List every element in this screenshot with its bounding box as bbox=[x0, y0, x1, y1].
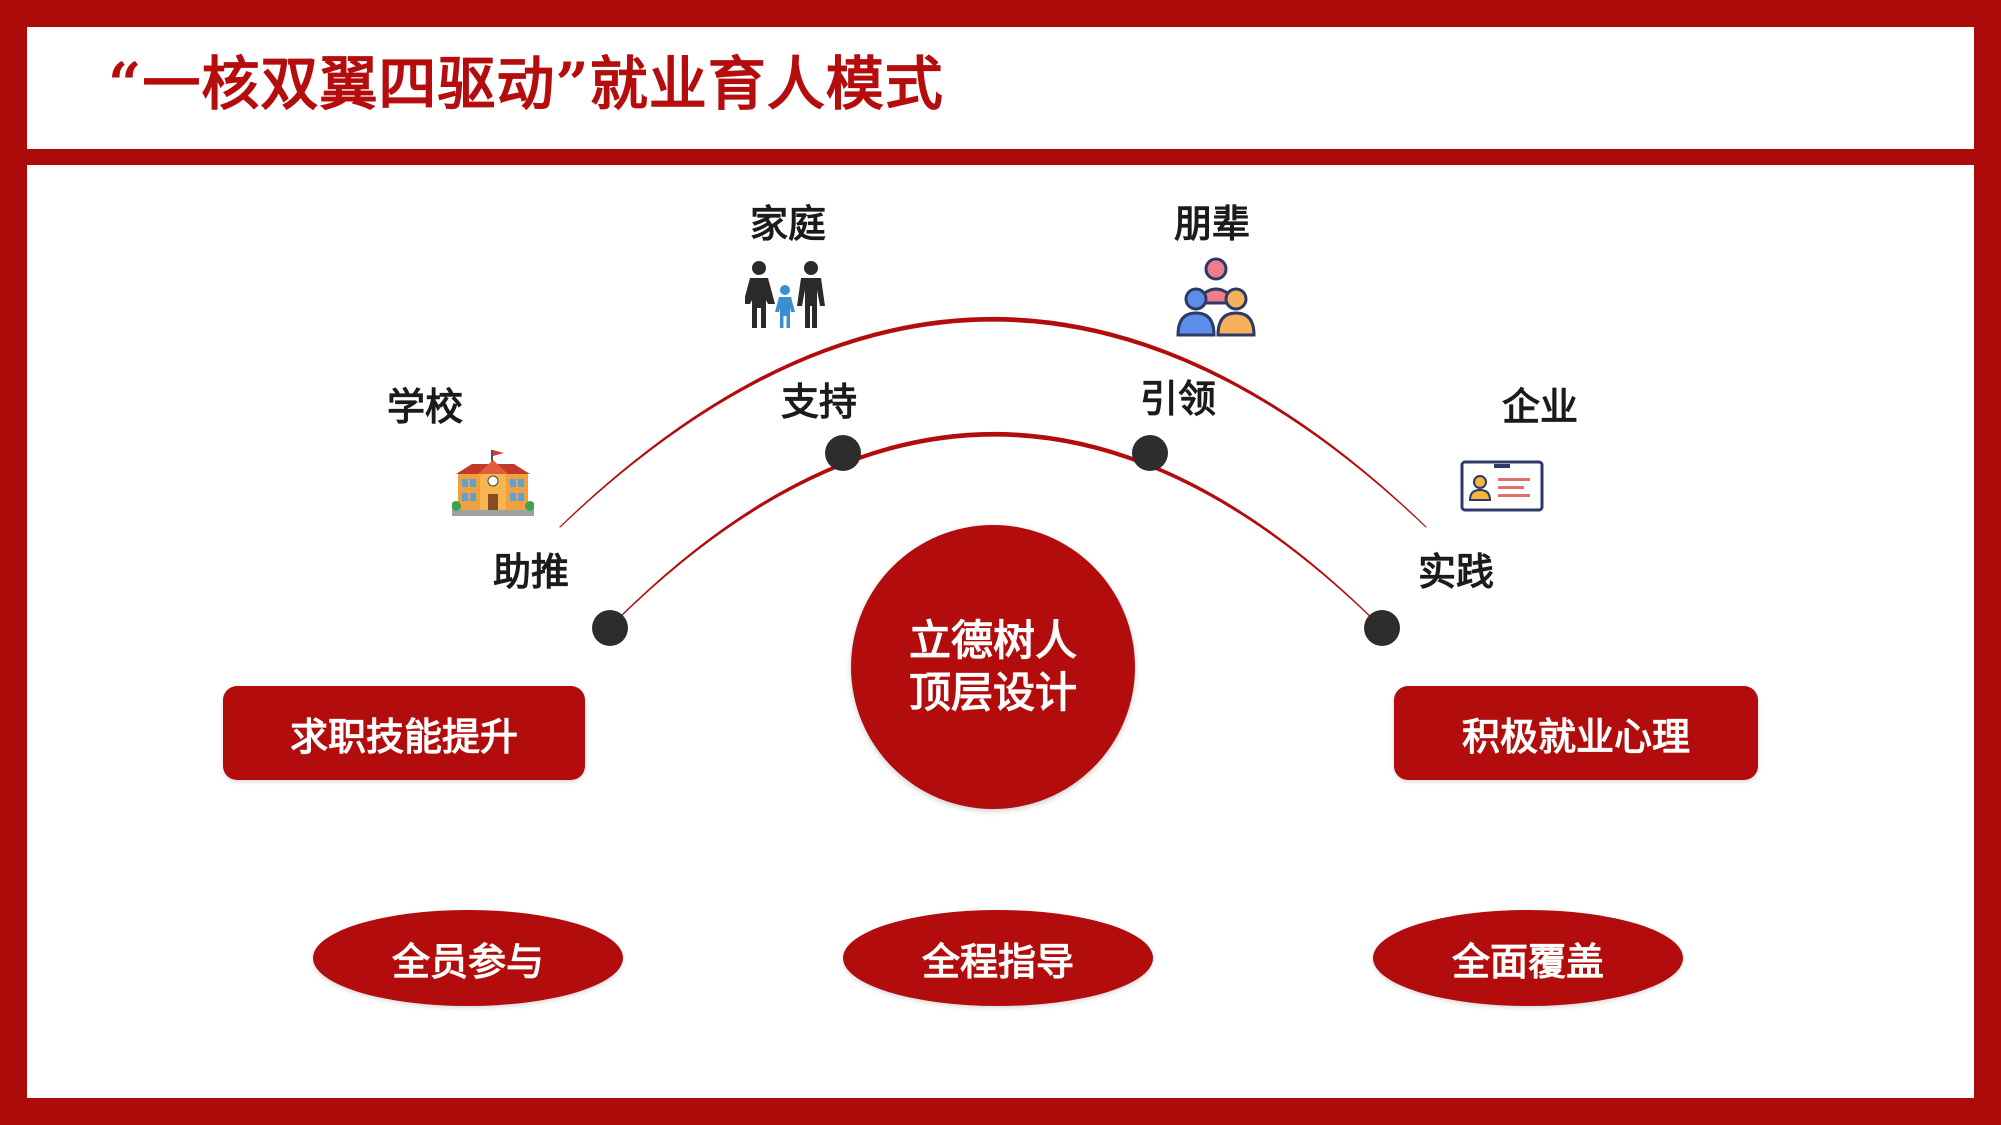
node-guide bbox=[1132, 435, 1168, 471]
label-guide: 引领 bbox=[1139, 376, 1217, 421]
wing-left-box: 求职技能提升 bbox=[223, 686, 585, 780]
label-peers: 朋辈 bbox=[1173, 201, 1251, 246]
label-assist: 助推 bbox=[492, 549, 570, 594]
principle-ellipse-3: 全面覆盖 bbox=[1373, 910, 1683, 1006]
wing-right-box: 积极就业心理 bbox=[1394, 686, 1758, 780]
school-building-icon bbox=[452, 450, 534, 516]
label-family: 家庭 bbox=[749, 201, 827, 246]
core-line-2: 顶层设计 bbox=[908, 668, 1077, 717]
node-assist bbox=[592, 610, 628, 646]
node-practice bbox=[1364, 610, 1400, 646]
label-practice: 实践 bbox=[1417, 549, 1495, 594]
label-support: 支持 bbox=[780, 379, 858, 424]
label-enterprise: 企业 bbox=[1501, 384, 1579, 429]
family-icon bbox=[745, 261, 825, 328]
page-title: “一核双翼四驱动”就业育人模式 bbox=[108, 50, 944, 118]
id-card-icon bbox=[1460, 460, 1544, 512]
principle-label-1: 全员参与 bbox=[391, 938, 544, 984]
principle-label-3: 全面覆盖 bbox=[1451, 938, 1604, 984]
people-group-icon bbox=[1176, 257, 1256, 337]
principle-ellipse-1: 全员参与 bbox=[313, 910, 623, 1006]
title-bar bbox=[27, 27, 1974, 149]
outer-arc bbox=[559, 316, 1427, 528]
node-support bbox=[825, 435, 861, 471]
wing-right-label: 积极就业心理 bbox=[1461, 713, 1690, 759]
core-line-1: 立德树人 bbox=[908, 615, 1077, 665]
wing-left-label: 求职技能提升 bbox=[289, 713, 518, 759]
label-school: 学校 bbox=[386, 384, 464, 429]
principle-ellipse-2: 全程指导 bbox=[843, 910, 1153, 1006]
principle-label-2: 全程指导 bbox=[921, 938, 1074, 984]
core-circle: 立德树人 顶层设计 bbox=[851, 525, 1135, 809]
